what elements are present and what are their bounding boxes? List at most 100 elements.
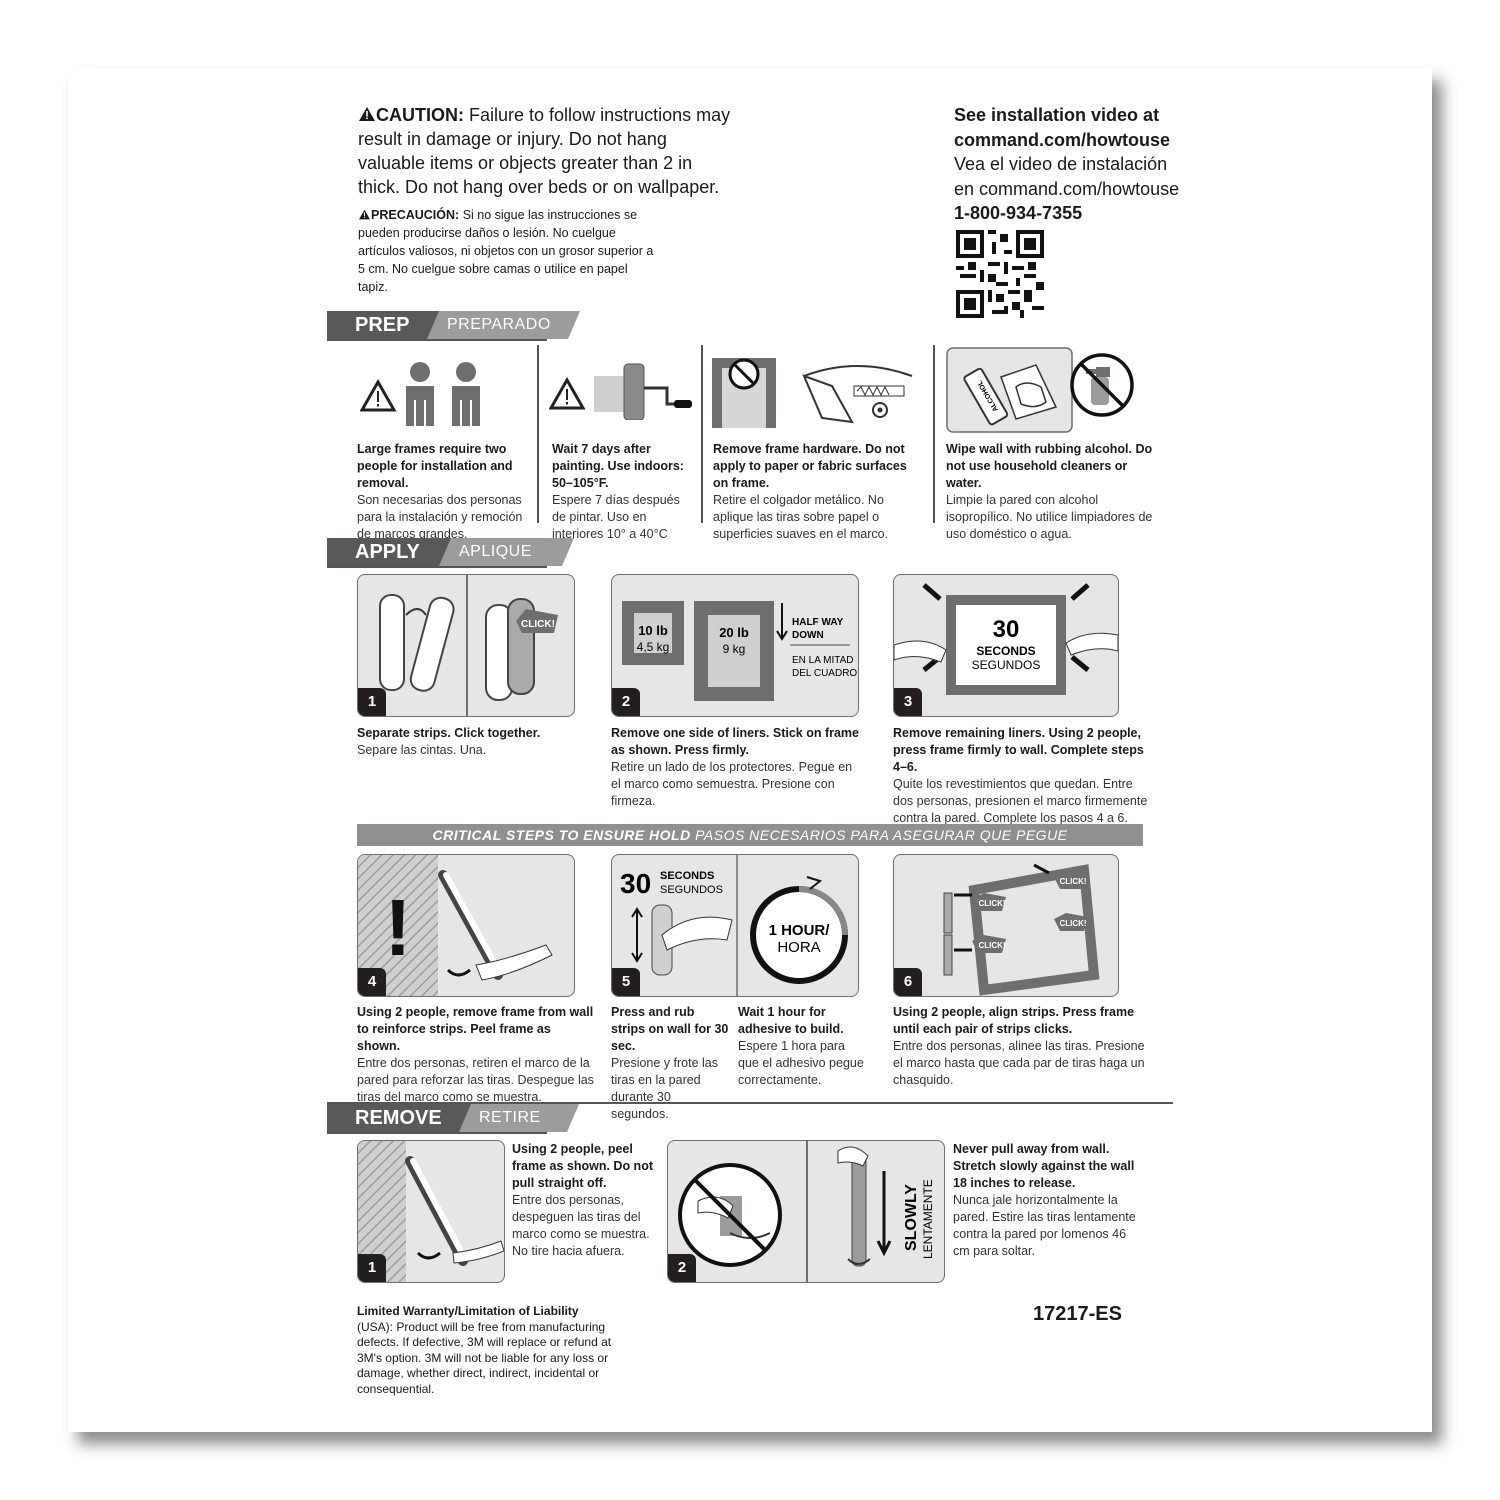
step-number: 4 <box>358 968 386 996</box>
prep-caption-1: Large frames require two people for inst… <box>357 441 527 543</box>
apply-caption-1: Separate strips. Click together. Separe … <box>357 725 587 759</box>
remove-caption-es: Nunca jale horizontalmente la pared. Est… <box>953 1193 1136 1258</box>
apply-caption-es: Retire un lado de los protectores. Pegue… <box>611 760 853 808</box>
slowly-en: SLOWLY <box>903 1184 920 1251</box>
step-number: 2 <box>668 1254 696 1282</box>
frame-weights-illustration: 10 lb 4,5 kg 20 lb 9 kg HALF WAY DOWN EN… <box>622 601 857 701</box>
prep-subtitle: PREPARADO <box>427 311 580 339</box>
seconds-es: SEGUNDOS <box>972 658 1041 672</box>
limited-warranty: Limited Warranty/Limitation of Liability… <box>357 1304 617 1397</box>
click-label: CLICK! <box>1059 877 1086 886</box>
seconds-en: SECONDS <box>976 644 1035 658</box>
apply-step-2-panel: 10 lb 4,5 kg 20 lb 9 kg HALF WAY DOWN EN… <box>611 574 859 717</box>
remove-caption-2: Never pull away from wall. Stretch slowl… <box>953 1141 1143 1260</box>
critical-caption-5: Press and rub strips on wall for 30 sec.… <box>611 1004 731 1123</box>
click-label: CLICK! <box>978 899 1005 908</box>
step-number: 5 <box>612 968 640 996</box>
weight-small-kg: 4,5 kg <box>637 640 670 654</box>
video-line-1: See installation video at <box>954 105 1160 125</box>
remove-caption-1: Using 2 people, peel frame as shown. Do … <box>512 1141 657 1260</box>
seconds-number: 30 <box>993 616 1020 643</box>
prep-caption-en: Remove frame hardware. Do not apply to p… <box>713 442 907 490</box>
halfway-es-1: EN LA MITAD <box>792 655 854 666</box>
remove-rule <box>327 1132 547 1134</box>
frame-hardware-illustration <box>712 358 913 428</box>
qr-code-icon[interactable] <box>956 230 1044 318</box>
video-line-3: Vea el video de instalación <box>954 154 1168 174</box>
apply-step-1-panel: CLICK! 1 <box>357 574 575 717</box>
prep-caption-es: Son necesarias dos personas para la inst… <box>357 493 523 541</box>
hour-es: HORA <box>777 939 820 956</box>
phone-number: 1-800-934-7355 <box>954 203 1083 223</box>
peel-frame-illustration: ! <box>358 855 553 996</box>
apply-rule <box>327 566 547 568</box>
click-label: CLICK! <box>1059 919 1086 928</box>
critical-caption-en: Wait 1 hour for adhesive to build. <box>738 1005 844 1036</box>
step-number: 6 <box>894 968 922 996</box>
video-link[interactable]: command.com/howtouse <box>954 129 1171 150</box>
apply-caption-es: Separe las cintas. Una. <box>357 743 487 757</box>
prep-caption-en: Large frames require two people for inst… <box>357 442 513 490</box>
prep-caption-en: Wipe wall with rubbing alcohol. Do not u… <box>946 442 1153 490</box>
installation-video-info: See installation video at command.com/ho… <box>954 103 1184 226</box>
click-label: CLICK! <box>521 619 555 630</box>
press-frame-illustration: 30 SECONDS SEGUNDOS <box>894 583 1118 695</box>
warning-icon <box>359 107 375 121</box>
caution-label: CAUTION: <box>376 105 464 125</box>
caution-spanish: PRECAUCIÓN: Si no sigue las instruccione… <box>358 206 658 296</box>
precaucion-label: PRECAUCIÓN: <box>371 208 460 222</box>
remove-subtitle: RETIRE <box>459 1104 579 1132</box>
critical-caption-4: Using 2 people, remove frame from wall t… <box>357 1004 597 1106</box>
warranty-title: Limited Warranty/Limitation of Liability <box>357 1304 579 1318</box>
critical-step-6-panel: CLICK! CLICK! CLICK! CLICK! 6 <box>893 854 1119 997</box>
critical-step-5-panel: 30 SECONDS SEGUNDOS 1 HOUR/ HORA 5 <box>611 854 859 997</box>
warranty-region: (USA): <box>357 1319 393 1334</box>
remove-step-2-panel: SLOWLY LENTAMENTE 2 <box>667 1140 945 1283</box>
weight-large-kg: 9 kg <box>723 642 746 656</box>
remove-caption-en: Using 2 people, peel frame as shown. Do … <box>512 1142 653 1190</box>
critical-caption-6: Using 2 people, align strips. Press fram… <box>893 1004 1149 1089</box>
critical-step-4-panel: ! 4 <box>357 854 575 997</box>
halfway-es-2: DEL CUADRO <box>792 668 857 679</box>
remove-top-rule <box>327 1102 1173 1104</box>
click-label: CLICK! <box>978 941 1005 950</box>
paint-roller-illustration <box>549 363 692 420</box>
critical-caption-es: Presione y frote las tiras en la pared d… <box>611 1056 718 1121</box>
step-number: 1 <box>358 1254 386 1282</box>
halfway-en-2: DOWN <box>792 630 824 641</box>
separate-strips-illustration: CLICK! <box>379 575 558 716</box>
warning-icon <box>359 209 370 220</box>
exclaim-mark: ! <box>385 883 412 972</box>
prep-divider <box>701 345 703 523</box>
seconds-en: SECONDS <box>660 870 714 882</box>
step-number: 2 <box>612 688 640 716</box>
step-number: 3 <box>894 688 922 716</box>
seconds-number: 30 <box>620 868 651 899</box>
critical-steps-banner: CRITICAL STEPS TO ENSURE HOLD PASOS NECE… <box>357 824 1143 846</box>
press-and-wait-illustration: 30 SECONDS SEGUNDOS 1 HOUR/ HORA <box>620 855 848 996</box>
weight-small-lb: 10 lb <box>638 623 668 638</box>
critical-caption-es: Entre dos personas, alinee las tiras. Pr… <box>893 1039 1145 1087</box>
prep-divider <box>933 345 935 523</box>
prep-caption-es: Retire el colgador metálico. No aplique … <box>713 493 889 541</box>
prep-caption-2: Wait 7 days after painting. Use indoors:… <box>552 441 697 543</box>
seconds-es: SEGUNDOS <box>660 884 723 896</box>
step-number: 1 <box>358 688 386 716</box>
video-line-4: en command.com/howtouse <box>954 178 1180 199</box>
remove-caption-es: Entre dos personas, despeguen las tiras … <box>512 1193 650 1258</box>
critical-caption-en: Using 2 people, align strips. Press fram… <box>893 1005 1135 1036</box>
caution-text: Failure to follow instructions may resul… <box>358 105 731 197</box>
prep-caption-es: Limpie la pared con alcohol isopropílico… <box>946 493 1153 541</box>
prep-divider <box>537 345 539 523</box>
hour-en: 1 HOUR/ <box>769 922 831 939</box>
apply-caption-3: Remove remaining liners. Using 2 people,… <box>893 725 1149 827</box>
remove-caption-en: Never pull away from wall. Stretch slowl… <box>953 1142 1135 1190</box>
precaucion-text: Si no sigue las instrucciones se pueden … <box>358 208 654 294</box>
slowly-es: LENTAMENTE <box>921 1179 935 1259</box>
critical-caption-en: Press and rub strips on wall for 30 sec. <box>611 1005 729 1053</box>
critical-caption-es: Espere 1 hora para que el adhesivo pegue… <box>738 1039 864 1087</box>
warranty-text: Product will be free from manufacturing … <box>357 1319 612 1396</box>
remove-title: REMOVE <box>327 1104 487 1132</box>
remove-step-1-panel: 1 <box>357 1140 505 1283</box>
wipe-wall-illustration: ALCOHOL <box>946 347 1134 433</box>
